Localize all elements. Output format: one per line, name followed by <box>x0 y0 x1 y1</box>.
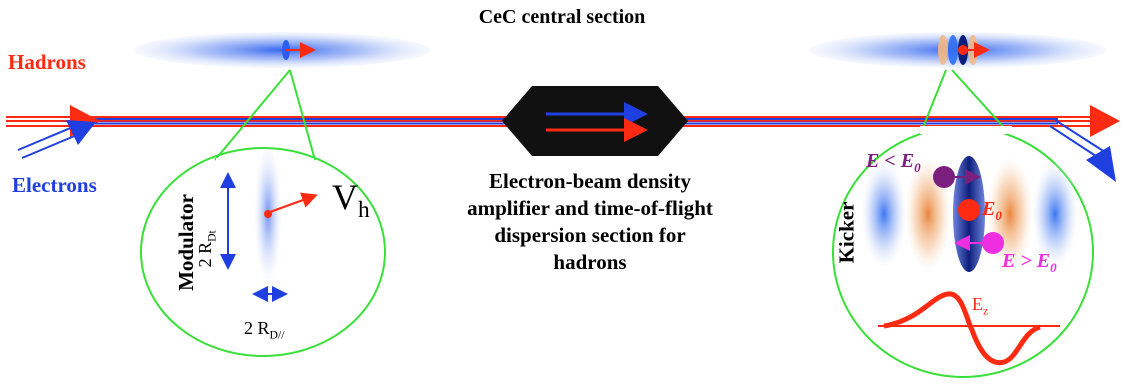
reference-hadron <box>958 199 980 221</box>
electron-exit-line-1 <box>1049 125 1103 161</box>
hadron-exit-arrowhead <box>1090 105 1120 137</box>
hadrons-label: Hadrons <box>8 50 86 74</box>
e-more-label: E > E0 <box>1002 250 1057 276</box>
kicker-zoom-line-right <box>951 69 1009 133</box>
e0-sub: 0 <box>995 208 1002 223</box>
velocity-arrow <box>269 192 318 213</box>
r-dt-main: 2 R <box>194 241 215 268</box>
electron-exit-line-2 <box>1054 119 1109 155</box>
r-dt-sub: Dt <box>205 230 219 242</box>
e-less-sub: 0 <box>914 160 921 175</box>
diagram-title: CeC central section <box>478 6 646 28</box>
electron-exit-arrowhead <box>1086 146 1116 182</box>
velocity-label-sub: h <box>358 197 370 224</box>
kicker-cloud-band-2 <box>948 35 958 65</box>
kicker-zoom-line-left <box>921 69 947 131</box>
ez-sub: z <box>983 304 989 318</box>
electrons-label: Electrons <box>12 173 97 197</box>
ez-main: E <box>972 294 983 314</box>
high-energy-hadron <box>982 232 1004 254</box>
r-dpar-label: 2 RD// <box>244 318 284 342</box>
r-dpar-sub: D// <box>269 328 285 342</box>
modulator-zoom-line-left <box>214 69 291 161</box>
central-chamber <box>502 86 688 156</box>
e-more-main: E > E <box>1002 250 1051 272</box>
kicker-blob-blue-right <box>1033 162 1077 266</box>
description-line-3: dispersion section for <box>494 223 686 247</box>
r-dt-label: 2 RDt <box>195 230 219 267</box>
r-dpar-main: 2 R <box>244 318 270 338</box>
kicker-blob-blue-left <box>862 162 906 266</box>
electron-entry-arrowhead <box>66 120 96 145</box>
velocity-label-main: V <box>332 177 358 217</box>
low-energy-hadron <box>933 166 955 188</box>
kicker-label: Kicker <box>834 201 859 264</box>
e0-main: E <box>982 198 996 220</box>
e-more-sub: 0 <box>1050 260 1057 275</box>
ez-label: Ez <box>972 294 988 318</box>
ez-wave <box>883 291 1041 366</box>
description-line-4: hadrons <box>553 250 627 274</box>
kicker-zoom-gap <box>920 126 1012 134</box>
description-line-2: amplifier and time-of-flight <box>467 196 713 220</box>
e-less-label: E < E0 <box>866 150 921 176</box>
velocity-label: Vh <box>332 176 370 224</box>
electron-entry-line-1 <box>17 123 81 151</box>
description-line-1: Electron-beam density <box>488 169 691 193</box>
electron-entry-line-2 <box>21 131 85 159</box>
modulator-zoom-line-right <box>289 69 316 161</box>
central-section-description: Electron-beam density amplifier and time… <box>440 168 740 276</box>
e0-label: E0 <box>982 198 1002 224</box>
e-less-main: E < E <box>866 150 915 172</box>
kicker-cloud-band-1 <box>938 35 948 65</box>
